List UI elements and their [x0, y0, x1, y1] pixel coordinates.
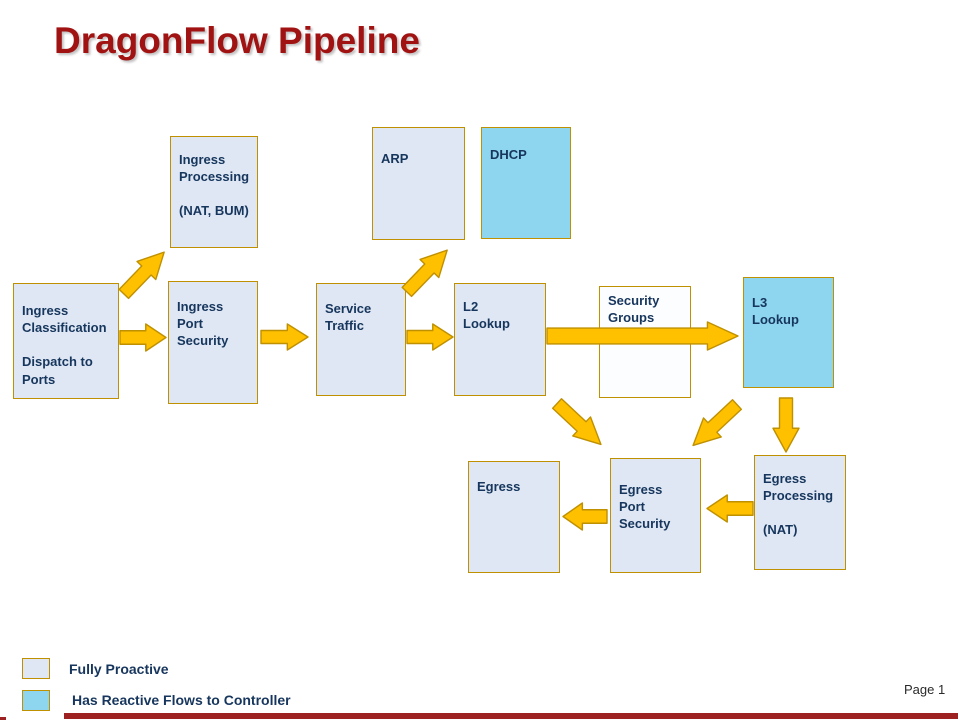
node-l3-lookup: L3 Lookup — [743, 277, 834, 388]
page-number: Page 1 — [904, 682, 946, 697]
node-egress: Egress — [468, 461, 560, 573]
node-egress-processing: Egress Processing (NAT) — [754, 455, 846, 570]
node-arp: ARP — [372, 127, 465, 240]
arrow-service-traffic-to-l2-lookup-icon — [407, 324, 453, 350]
node-dhcp: DHCP — [481, 127, 571, 239]
node-ingress-processing: Ingress Processing (NAT, BUM) — [170, 136, 258, 248]
arrow-port-security-to-service-traffic-icon — [261, 324, 308, 350]
legend-proactive-label: Fully Proactive — [69, 661, 169, 677]
arrow-classification-to-port-security-icon — [120, 324, 166, 351]
node-ingress-port-security: Ingress Port Security — [168, 281, 258, 404]
node-ingress-classification: Ingress Classification Dispatch to Ports — [13, 283, 119, 399]
arrow-classification-to-ingress-processing-icon — [115, 243, 174, 303]
arrow-l2-lookup-to-egress-port-security-icon — [548, 394, 610, 454]
footer-accent-corner — [0, 717, 6, 720]
arrow-service-traffic-to-arp-icon — [398, 241, 457, 301]
node-service-traffic: Service Traffic — [316, 283, 406, 396]
legend-reactive-label: Has Reactive Flows to Controller — [72, 692, 291, 708]
legend-reactive-swatch — [22, 690, 50, 711]
node-egress-port-security: Egress Port Security — [610, 458, 701, 573]
arrow-egress-processing-to-egress-port-security-icon — [707, 495, 753, 522]
arrow-l3-lookup-to-egress-port-security-icon — [684, 395, 746, 455]
footer-accent-bar — [64, 713, 958, 719]
node-l2-lookup: L2 Lookup — [454, 283, 546, 396]
arrow-l2-lookup-to-l3-lookup-icon — [547, 322, 738, 350]
page-title: DragonFlow Pipeline — [54, 20, 420, 61]
arrow-egress-port-security-to-egress-icon — [563, 503, 607, 530]
legend-proactive-swatch — [22, 658, 50, 679]
arrow-l3-lookup-to-egress-processing-icon — [773, 398, 799, 452]
